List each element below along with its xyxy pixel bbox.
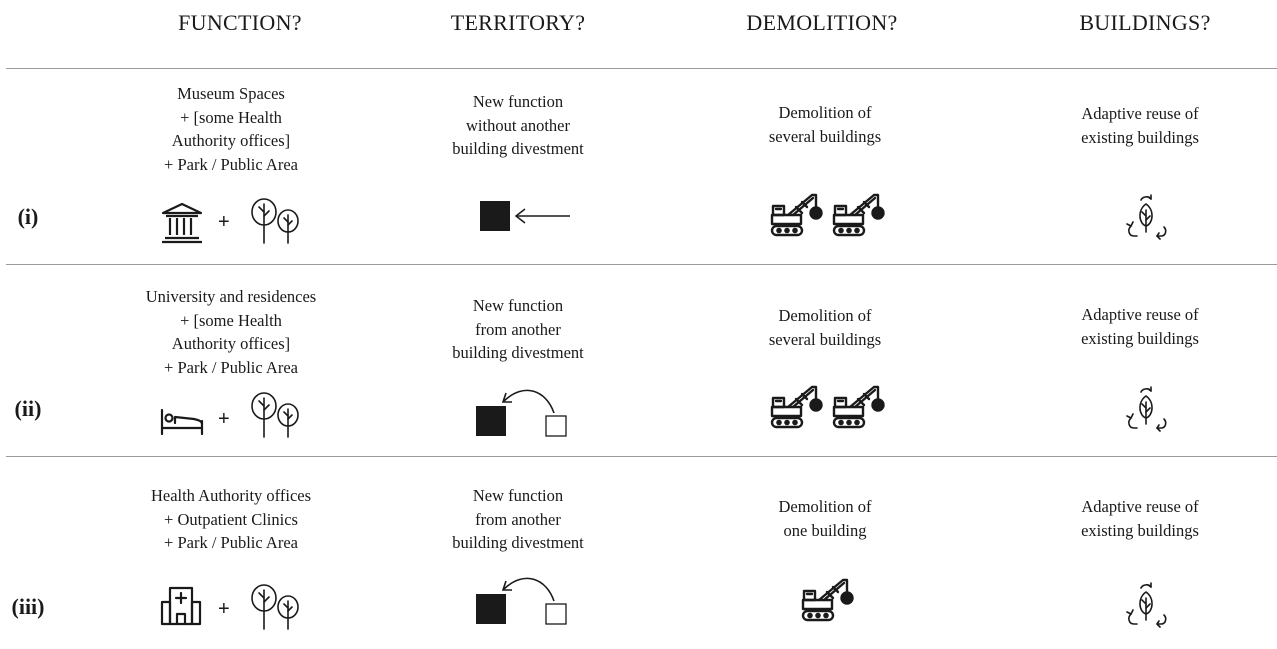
buildings-text: Adaptive reuse of existing buildings	[1081, 104, 1199, 147]
demolition-crane-icon	[768, 384, 826, 430]
territory-text: New function from another building dives…	[452, 486, 584, 552]
trees-icon	[248, 584, 304, 630]
row-label: (iii)	[11, 594, 45, 619]
header-divider	[6, 68, 1277, 69]
function-text: Health Authority offices + Outpatient Cl…	[150, 486, 312, 552]
header-territory: TERRITORY?	[450, 10, 586, 35]
bed-icon	[160, 408, 204, 436]
header-demolition: DEMOLITION?	[746, 10, 898, 35]
row-divider-1	[6, 264, 1277, 265]
territory-text: New function without another building di…	[452, 92, 584, 158]
buildings-text: Adaptive reuse of existing buildings	[1081, 305, 1199, 348]
recycle-leaf-icon	[1121, 194, 1171, 240]
demolition-text: Demolition of one building	[778, 497, 872, 540]
curved-arrow-transfer-icon	[476, 577, 567, 625]
demolition-text: Demolition of several buildings	[768, 306, 882, 349]
demolition-crane-icon	[830, 384, 888, 430]
trees-icon	[248, 198, 304, 244]
museum-icon	[161, 202, 203, 244]
demolition-crane-icon	[768, 192, 826, 238]
function-text: University and residences + [some Health…	[145, 287, 317, 377]
plus-sign: +	[218, 211, 230, 233]
function-text: Museum Spaces + [some Health Authority o…	[164, 84, 298, 174]
demolition-text: Demolition of several buildings	[768, 103, 882, 146]
row-label: (ii)	[14, 396, 42, 421]
recycle-leaf-icon	[1121, 582, 1171, 628]
row-label: (i)	[17, 204, 39, 229]
demolition-crane-icon	[799, 577, 857, 623]
arrow-into-square-icon	[480, 201, 570, 231]
header-function: FUNCTION?	[178, 10, 302, 35]
curved-arrow-transfer-icon	[476, 389, 567, 437]
buildings-text: Adaptive reuse of existing buildings	[1081, 497, 1199, 540]
recycle-leaf-icon	[1121, 386, 1171, 432]
header-buildings: BUILDINGS?	[1079, 10, 1211, 35]
trees-icon	[248, 392, 304, 438]
hospital-icon	[160, 586, 202, 626]
row-divider-2	[6, 456, 1277, 457]
territory-text: New function from another building dives…	[452, 296, 584, 362]
plus-sign: +	[218, 408, 230, 430]
demolition-crane-icon	[830, 192, 888, 238]
plus-sign: +	[218, 598, 230, 620]
